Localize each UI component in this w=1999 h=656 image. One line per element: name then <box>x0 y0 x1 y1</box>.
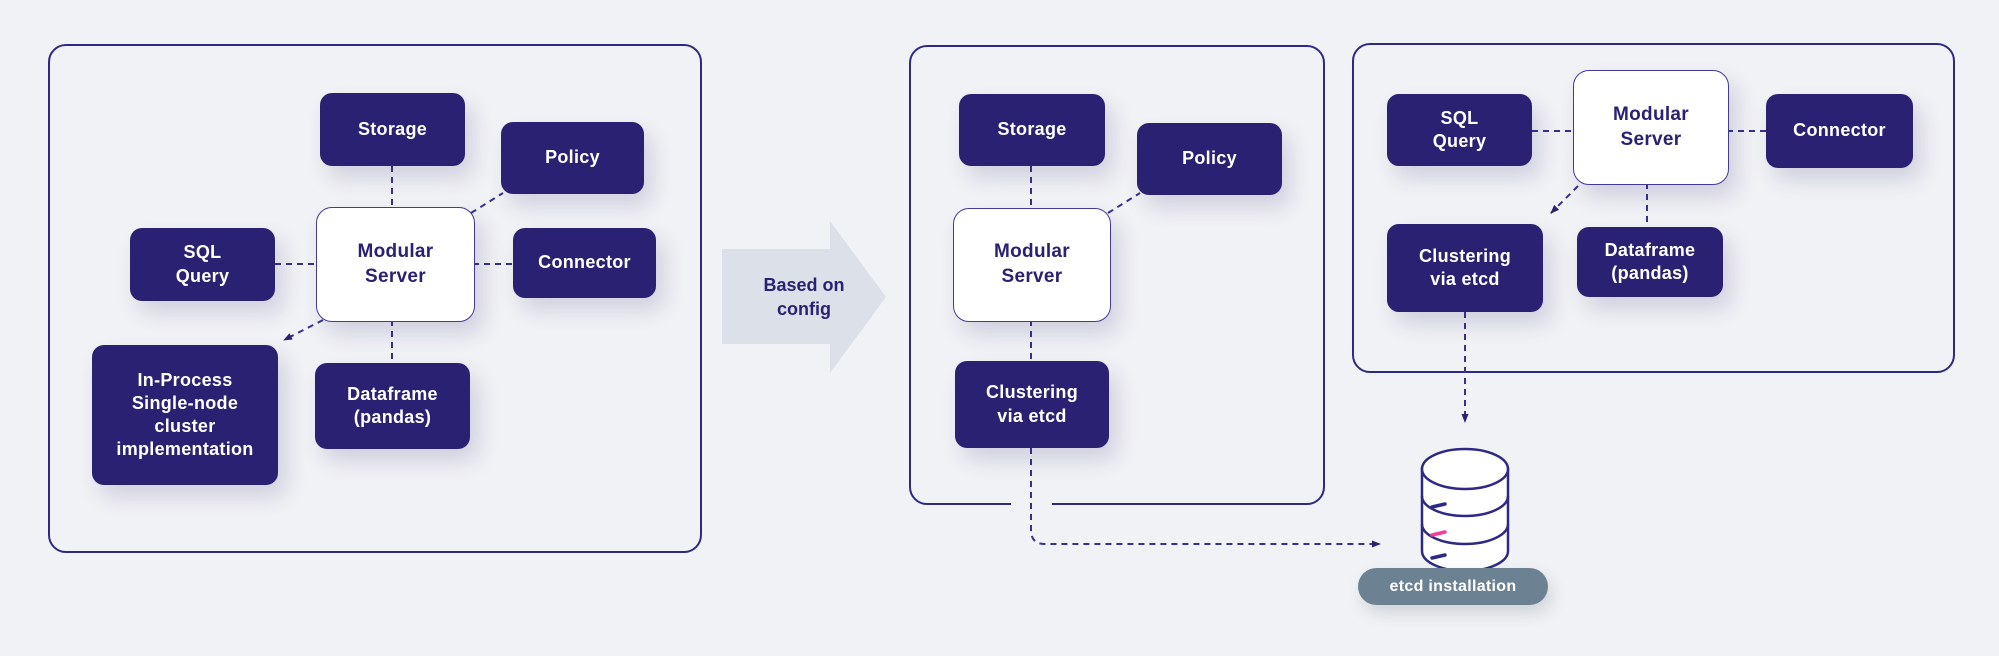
flow-arrow-label: Based on config <box>763 274 845 319</box>
border-gap-patch <box>1011 495 1052 507</box>
node-label: Clustering via etcd <box>985 382 1078 426</box>
node-label: Connector <box>1793 120 1886 141</box>
node-sql-query-right: SQL Query <box>1387 94 1532 166</box>
node-label: Storage <box>357 118 428 139</box>
database-icon <box>1420 447 1510 573</box>
node-policy-middle: Policy <box>1137 123 1282 195</box>
node-label: Connector <box>538 252 631 273</box>
panel-config-cluster <box>1352 43 1955 373</box>
node-label: Dataframe (pandas) <box>1604 239 1696 283</box>
node-sql-query-left: SQL Query <box>130 228 275 301</box>
node-in-process-cluster: In-Process Single-node cluster implement… <box>92 345 278 485</box>
db-tick-bottom <box>1430 553 1447 560</box>
node-label: Policy <box>545 147 600 168</box>
node-dataframe-right: Dataframe (pandas) <box>1577 227 1723 297</box>
db-tick-top <box>1430 502 1447 509</box>
node-modular-server-left: Modular Server <box>316 207 475 322</box>
node-modular-server-right: Modular Server <box>1573 70 1729 185</box>
node-label: Clustering via etcd <box>1418 245 1511 289</box>
node-label: SQL Query <box>1432 107 1487 151</box>
node-connector-right: Connector <box>1766 94 1913 168</box>
node-label: Modular Server <box>994 241 1070 287</box>
node-label: Policy <box>1182 148 1237 169</box>
node-storage-left: Storage <box>320 93 465 166</box>
node-storage-middle: Storage <box>959 94 1105 166</box>
node-label: Modular Server <box>1613 103 1689 150</box>
node-clustering-right: Clustering via etcd <box>1387 224 1543 312</box>
etcd-installation-pill: etcd installation <box>1358 568 1548 605</box>
node-policy-left: Policy <box>501 122 644 194</box>
node-label: Storage <box>997 119 1067 140</box>
node-label: In-Process Single-node cluster implement… <box>116 369 254 460</box>
node-modular-server-middle: Modular Server <box>953 208 1111 322</box>
node-label: Dataframe (pandas) <box>347 383 438 427</box>
node-clustering-middle: Clustering via etcd <box>955 361 1109 448</box>
db-tick-pink <box>1430 530 1447 537</box>
node-dataframe-left: Dataframe (pandas) <box>315 363 470 449</box>
node-label: Modular Server <box>357 240 434 287</box>
pill-label: etcd installation <box>1389 577 1517 595</box>
panel-monolith <box>48 44 702 553</box>
border-gap-patch <box>1443 357 1487 369</box>
node-label: SQL Query <box>175 242 230 286</box>
node-connector-left: Connector <box>513 228 656 298</box>
